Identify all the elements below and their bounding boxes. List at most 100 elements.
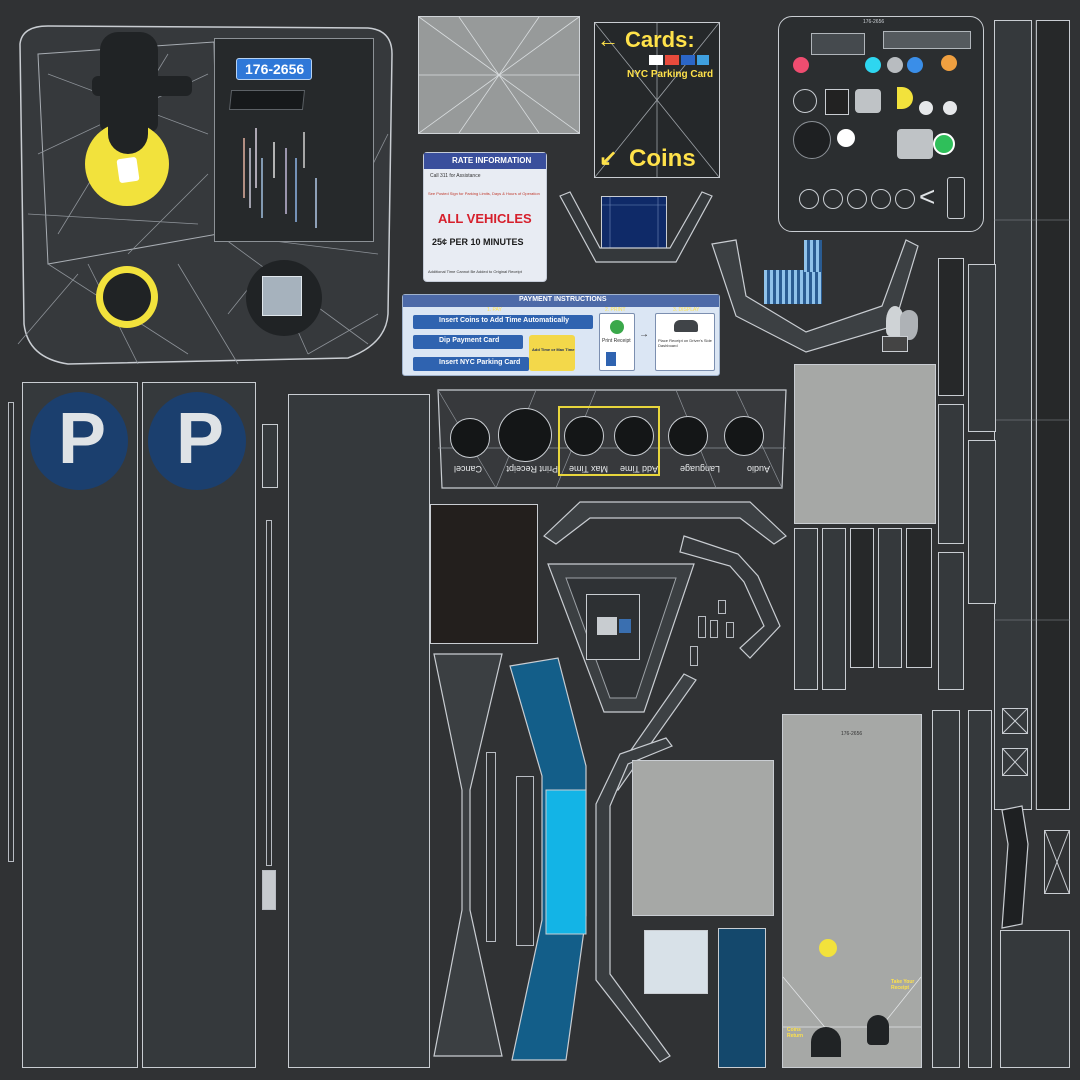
crossbox-c [1044,830,1070,894]
screen-box [586,594,640,660]
rate-footer: Additional Time Cannot Be Added to Origi… [428,269,522,274]
panel-button-c [855,89,881,113]
top-cap-panel [418,16,580,134]
panel-speaker [793,121,831,159]
coin-return-slot [811,1027,841,1057]
strip-l [968,710,992,1068]
rate-small-2: See Posted Sign for Parking Limits, Days… [428,191,540,196]
add-time-hole [614,416,654,456]
arrow-down-left-icon: ↙ [599,145,618,170]
option2-row: Dip Payment Card [413,335,523,349]
panel-dot-a [919,101,933,115]
rate-info-sticker: RATE INFORMATION Call 311 for Assistance… [423,152,547,282]
hourglass-piece [433,653,503,1057]
payment-sign-wireframe [594,22,720,178]
panel-hole-row [799,189,919,211]
card-slot-icon [116,156,140,184]
thin-rod-b [516,776,534,946]
crossbox-b [1002,748,1028,776]
strip-a [938,258,964,396]
strip-e [938,552,964,690]
panel-white-dot [837,129,855,147]
instructions-header: PAYMENT INSTRUCTIONS [519,296,607,303]
round-knob [878,306,918,354]
panel-dot-b [943,101,957,115]
post-left [22,382,138,1068]
car-icon [674,320,698,332]
display-number: 176-2656 [245,61,305,77]
screen-book-icon [597,617,617,635]
panel-display-left [811,33,865,55]
cards-label: Cards: [625,27,695,52]
grey-bottom-panel [632,760,774,916]
post-wide [288,394,430,1068]
panel-led-orange [941,55,957,71]
payment-instructions-banner: PAYMENT INSTRUCTIONS 1. PAY 2. PRINT 3. … [402,294,720,376]
dark-square-panel [430,504,538,644]
side-strip-2 [1036,20,1070,810]
panel-button-b [825,89,849,115]
max-time-hole [564,416,604,456]
control-panel: 176-2656 < [778,16,984,232]
step1-tag: 1. PAY [487,307,502,313]
nyc-card-label: NYC Parking Card [627,69,714,80]
blue-tall-panel [718,928,766,1068]
white-square [644,930,708,994]
blue-bars-cluster [764,240,828,304]
curved-band [543,501,787,545]
cancel-hole [450,418,490,458]
post-edge [8,402,14,862]
bracket-wire-shape [559,191,713,263]
display-led-bars [243,128,317,228]
strip-f [794,528,818,690]
blue-bent-strip [509,657,587,1061]
display-window [228,90,306,110]
strip-k [932,710,960,1068]
small-bits [690,600,744,670]
step3-tag: 3. DISPLAY [673,307,700,313]
coins-label: Coins [629,145,696,172]
curved-band-2 [679,535,781,659]
panel-yellow-half [897,87,913,109]
panel-led-blue [907,57,923,73]
step2-tag: 2. PRINT [605,307,626,313]
panel-number: 176-2656 [863,19,885,25]
display-number-badge: 176-2656 [236,58,312,80]
print-hole [498,408,552,462]
strip-i [878,528,902,668]
receipt-label: Take Your Receipt [891,979,915,991]
panel-led-cyan [865,57,881,73]
post-right [142,382,256,1068]
side-strip-grid [994,20,1070,810]
language-hole [668,416,708,456]
post-line [266,520,272,866]
strip-h [850,528,874,668]
thin-rod-a [486,752,496,942]
button-labels: Audio Language Add Time Max Time Print R… [453,464,770,474]
coin-return-label: Coins Return [787,1027,804,1039]
panel-led-red [793,57,809,73]
payment-sign-panel: ← Cards: NYC Parking Card ↙ Coins [594,22,720,178]
rate-header: RATE INFORMATION [452,156,532,165]
panel-button-d [897,129,933,159]
add-time-box: Add Time or Max Time [529,335,575,371]
strip-g [822,528,846,690]
screen-p-icon [619,619,631,633]
post-thin [262,424,278,488]
panel-slot [947,177,965,219]
panel-led-grey [887,57,903,73]
receipt-icon [606,352,616,366]
bottom-right-box [1000,930,1070,1068]
door-yellow-dot [819,939,837,957]
top-cap-wireframe [418,16,580,134]
parking-p-icon-2: P [148,392,246,490]
meter-head-panel: 176-2656 [8,14,396,370]
card-reader-bar [92,76,192,96]
coin-slot-icon [103,273,151,321]
highlight-frame [558,406,660,476]
panel-led-green [933,133,955,155]
right-curved-rail [595,737,673,1063]
arrow-left-icon: ← [597,27,619,52]
strip-d [968,440,996,604]
strip-b [968,264,996,432]
